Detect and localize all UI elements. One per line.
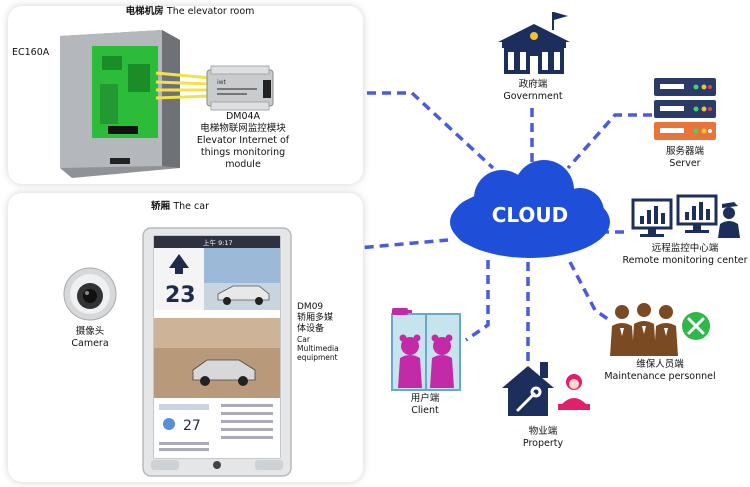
wrench-icon <box>516 386 542 412</box>
weather-cloud-icon <box>163 418 175 430</box>
server-label: 服务器端 Server <box>665 146 704 169</box>
government-label: 政府端 Government <box>503 79 563 102</box>
government-building-icon <box>498 12 570 74</box>
link-server-cloud <box>566 113 652 170</box>
dm09-name: DM09 <box>297 302 324 312</box>
property-label: 物业端 Property <box>522 426 564 449</box>
data-cables <box>155 71 212 100</box>
module-desc-en-1: Elevator Internet of <box>196 135 290 146</box>
camera-icon <box>63 267 117 321</box>
maintenance-workers-icon <box>610 303 710 356</box>
svg-text:iwt: iwt <box>217 79 227 86</box>
module-desc-en-2: things monitoring <box>200 147 286 158</box>
screen-temp: 27 <box>183 418 201 434</box>
controller-cabinet-illustration <box>60 30 180 178</box>
screen-floor: 23 <box>165 283 196 308</box>
operator-icon <box>718 202 740 238</box>
property-house-icon <box>502 362 590 416</box>
server-rack-icon <box>654 78 716 140</box>
module-desc-cn: 电梯物联网监控模块 <box>200 123 286 134</box>
module-name: DM04A <box>225 111 261 122</box>
cloud-icon <box>450 160 610 258</box>
dm04a-module-illustration: iwt <box>206 65 274 111</box>
dm09-desc-cn-1: 轿厢多媒 <box>297 313 334 323</box>
dm09-desc-en-1: Car <box>297 335 310 344</box>
tools-icon <box>687 317 705 335</box>
controller-label: EC160A <box>12 47 50 58</box>
dm09-desc-en-3: equipment <box>297 353 338 362</box>
car-title: 轿厢 The car <box>151 201 209 212</box>
remote-label: 远程监控中心端 Remote monitoring center <box>622 243 748 266</box>
user-figures-icon <box>398 334 454 388</box>
flag-icon <box>554 12 568 20</box>
machine-room-title: 电梯机房 The elevator room <box>125 6 255 17</box>
receptionist-icon <box>558 374 590 410</box>
module-text-block: DM04A 电梯物联网监控模块 Elevator Internet of thi… <box>178 111 308 171</box>
dm09-desc-cn-2: 体设备 <box>297 324 325 334</box>
dm09-text-block: DM09 轿厢多媒 体设备 Car Multimedia equipment <box>297 302 339 362</box>
up-arrow-icon <box>169 254 189 274</box>
dm09-multimedia-device-illustration: 上午 9:17 23 27 <box>142 227 292 477</box>
link-client-cloud <box>465 260 490 342</box>
dm09-desc-en-2: Multimedia <box>297 344 339 353</box>
link-car-cloud <box>289 238 449 256</box>
monitoring-screens-icon <box>631 194 740 238</box>
client-label: 用户端 Client <box>410 393 440 416</box>
client-elevator-icon <box>391 308 461 391</box>
link-maintenance-cloud <box>568 261 614 324</box>
camera-label: 摄像头 Camera <box>71 326 109 349</box>
maintenance-label: 维保人员端 Maintenance personnel <box>604 359 716 382</box>
cctv-icon <box>392 308 412 315</box>
cloud-label: CLOUD <box>491 203 569 227</box>
screen-time: 上午 9:17 <box>203 238 233 247</box>
module-desc-en-3: module <box>225 159 261 170</box>
